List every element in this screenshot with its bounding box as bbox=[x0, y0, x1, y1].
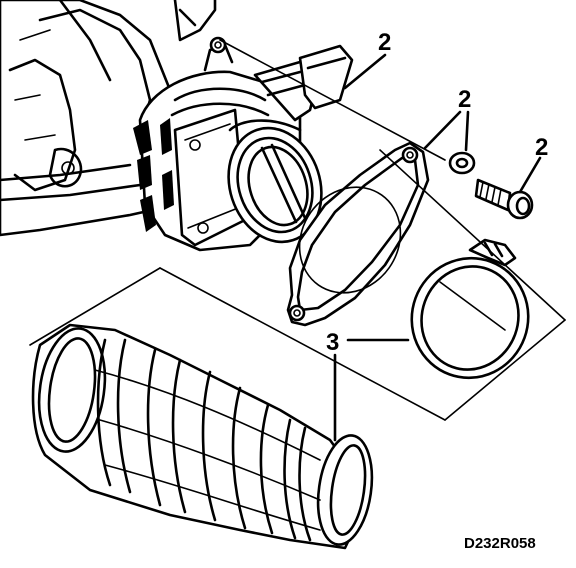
callout-3-clamp: 3 bbox=[326, 329, 339, 356]
leader-lines bbox=[29, 39, 566, 442]
bolt bbox=[474, 178, 534, 220]
figure-code: D232R058 bbox=[464, 535, 536, 552]
callout-2-gasket: 2 bbox=[458, 86, 471, 113]
washer bbox=[448, 151, 476, 175]
air-flow-meter bbox=[133, 36, 323, 252]
sensor-connector bbox=[298, 44, 354, 110]
hose-clamp bbox=[410, 238, 530, 380]
callout-2-connector: 2 bbox=[378, 29, 391, 56]
callout-2-bolt: 2 bbox=[535, 134, 548, 161]
intake-hose bbox=[31, 323, 374, 550]
gasket bbox=[286, 141, 430, 327]
